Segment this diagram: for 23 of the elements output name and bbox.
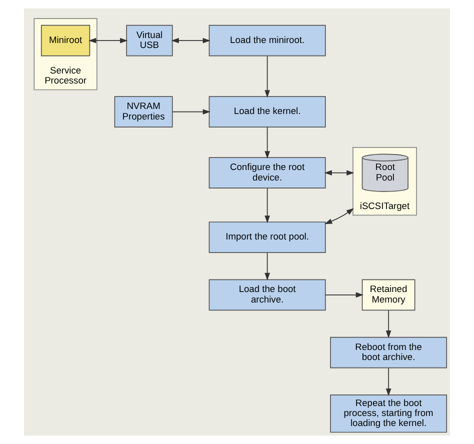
node-box: Load the miniroot. (208, 24, 326, 56)
node-box: Virtual USB (126, 24, 173, 56)
arrow (171, 38, 210, 44)
arrow (172, 109, 210, 114)
arrow (264, 126, 270, 159)
node-box: Repeat the boot process, starting from loading the kernel. (330, 394, 448, 433)
arrow (386, 310, 392, 338)
arrow (324, 170, 354, 176)
node-box: Miniroot (40, 24, 90, 56)
arrow (88, 38, 128, 44)
node-box: Retained Memory (362, 279, 416, 311)
arrow (324, 208, 354, 224)
node-box: Configure the root device. (208, 157, 326, 189)
node-box: Import the root pool. (208, 222, 326, 253)
arrow (264, 56, 270, 98)
node-box: Load the kernel. (208, 96, 326, 128)
arrow (264, 188, 270, 224)
arrow (264, 252, 270, 281)
arrow (386, 368, 392, 396)
node-box: NVRAM Properties (114, 96, 173, 128)
node-box: Reboot from the boot archive. (330, 336, 448, 368)
arrow (325, 292, 364, 298)
node-box: Load the boot archive. (208, 279, 326, 311)
